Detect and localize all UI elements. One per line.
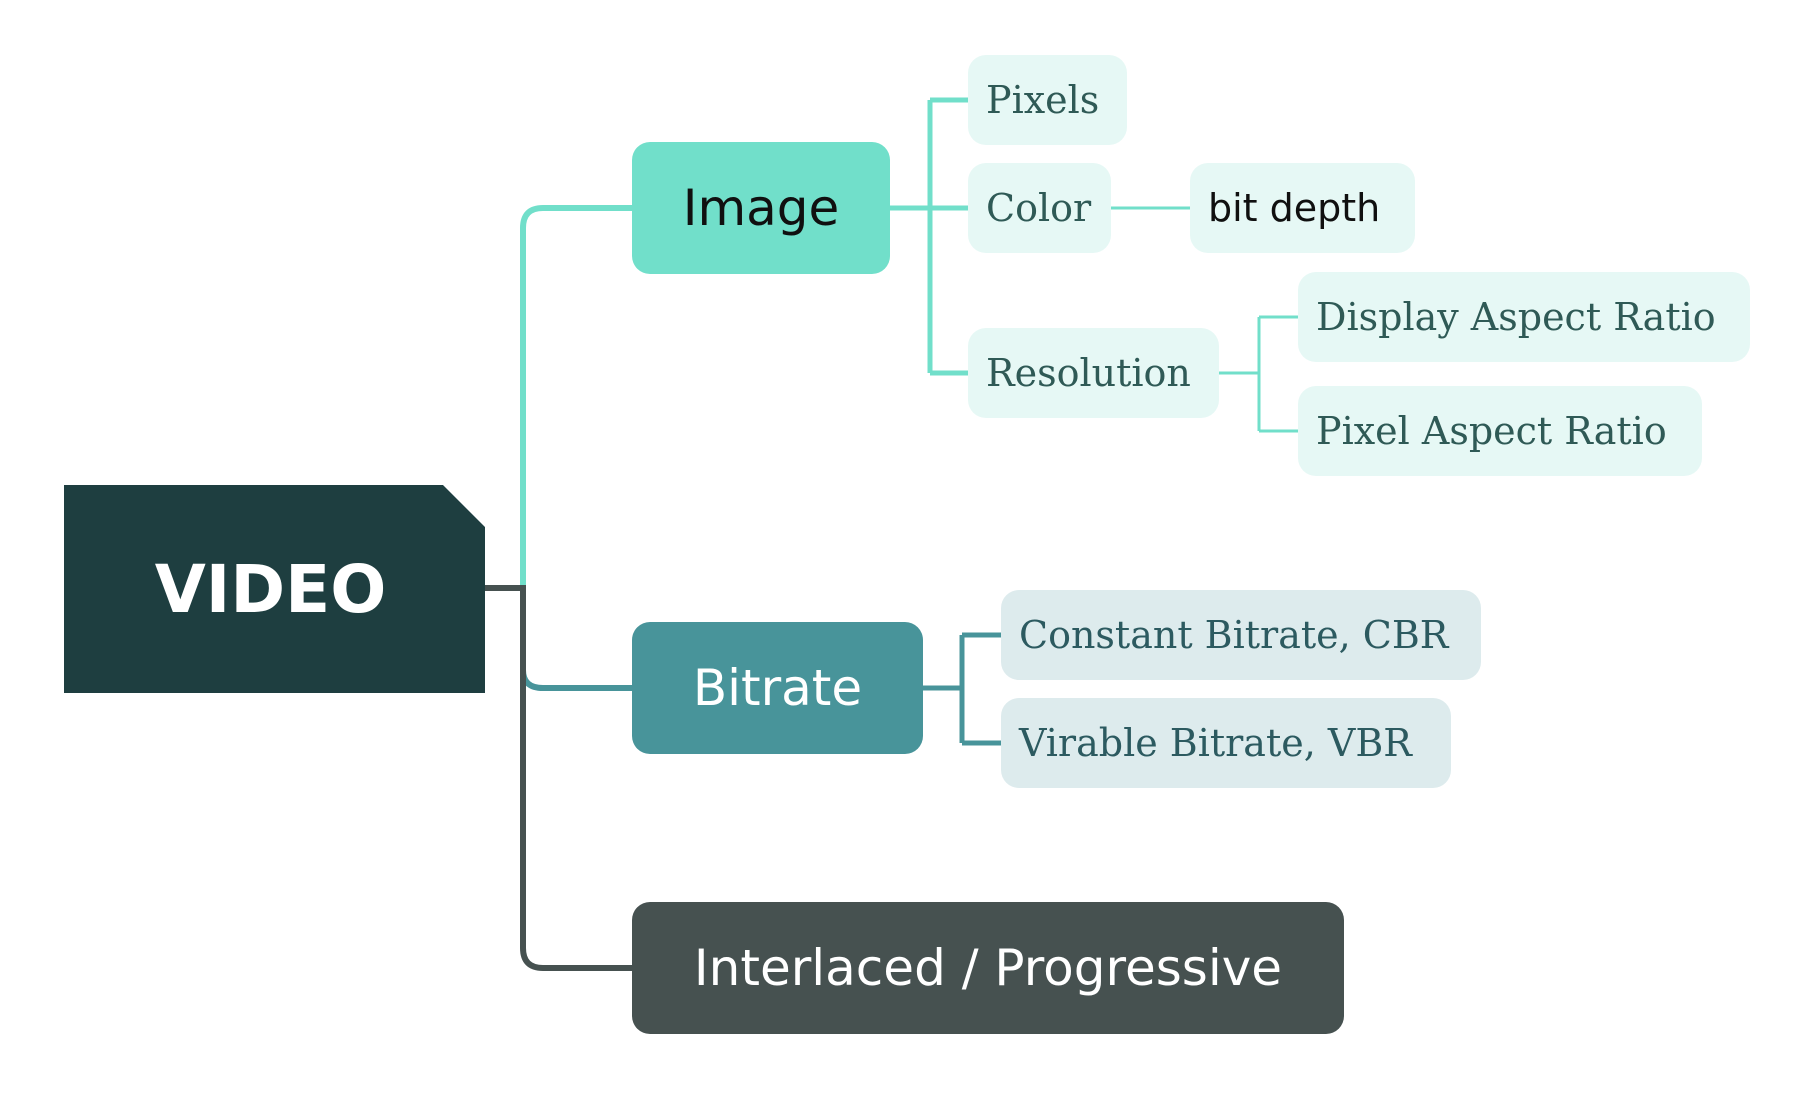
connector-root-bitrate <box>520 585 632 691</box>
leaf-pixel-aspect-ratio: Pixel Aspect Ratio <box>1298 386 1702 476</box>
leaf-color: Color <box>968 163 1111 253</box>
leaf-pixels: Pixels <box>968 55 1127 145</box>
leaf-pixels-label: Pixels <box>986 78 1100 122</box>
leaf-cbr-label: Constant Bitrate, CBR <box>1019 613 1449 657</box>
leaf-color-label: Color <box>986 186 1092 230</box>
branch-image-label: Image <box>682 179 840 237</box>
leaf-display-aspect-ratio: Display Aspect Ratio <box>1298 272 1750 362</box>
leaf-bit-depth: bit depth <box>1190 163 1415 253</box>
connector-root-interlaced <box>485 585 632 971</box>
branch-image: Image <box>632 142 890 274</box>
branch-bitrate: Bitrate <box>632 622 923 754</box>
connector-resolution-children <box>1219 315 1298 433</box>
leaf-resolution: Resolution <box>968 328 1219 418</box>
root-label: VIDEO <box>154 550 387 628</box>
connector-root-image <box>520 205 632 585</box>
leaf-constant-bitrate: Constant Bitrate, CBR <box>1001 590 1481 680</box>
leaf-variable-bitrate: Virable Bitrate, VBR <box>1001 698 1451 788</box>
leaf-par-label: Pixel Aspect Ratio <box>1316 409 1667 453</box>
branch-bitrate-label: Bitrate <box>692 659 863 717</box>
leaf-resolution-label: Resolution <box>986 351 1191 395</box>
branch-interlaced-progressive: Interlaced / Progressive <box>632 902 1344 1034</box>
leaf-bit-depth-label: bit depth <box>1208 186 1381 230</box>
leaf-dar-label: Display Aspect Ratio <box>1316 295 1716 339</box>
connector-image-children <box>890 97 968 376</box>
branch-interlaced-label: Interlaced / Progressive <box>693 939 1283 997</box>
leaf-vbr-label: Virable Bitrate, VBR <box>1019 721 1412 765</box>
root-node-video: VIDEO <box>64 485 485 693</box>
connector-bitrate-children <box>923 632 1001 746</box>
